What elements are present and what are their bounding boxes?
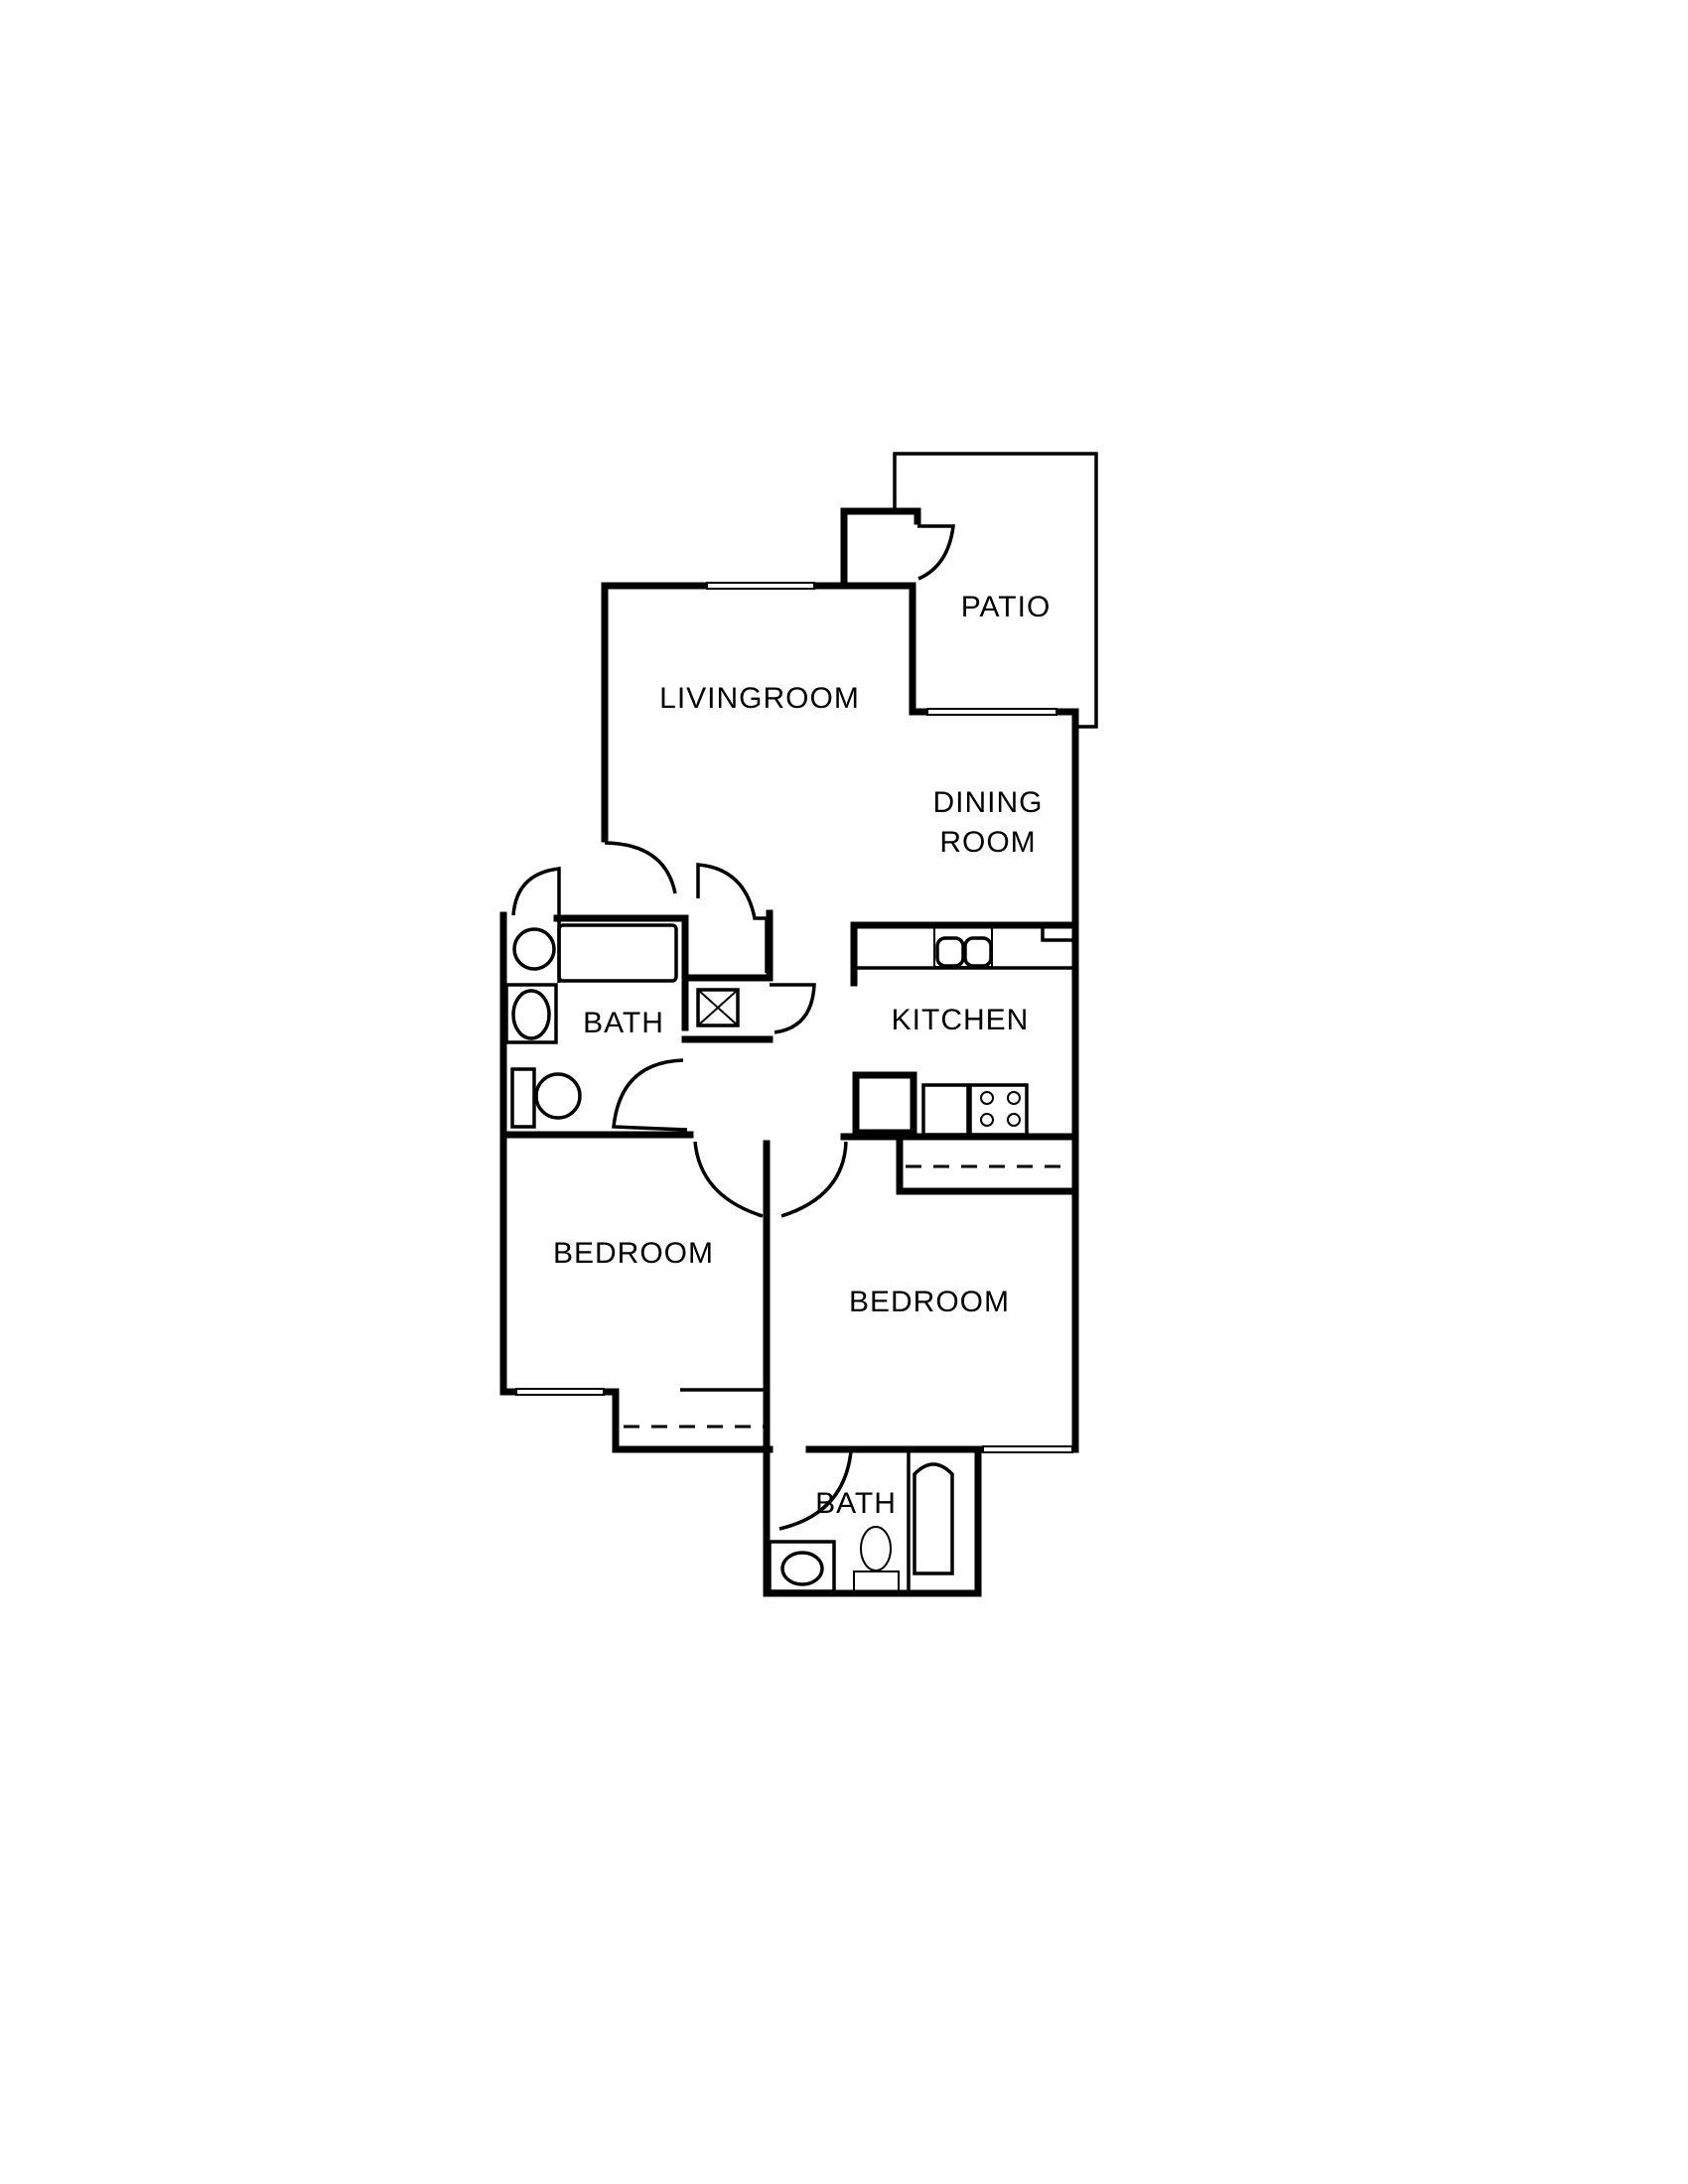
bathtub-icon xyxy=(913,1462,954,1575)
sink-icon xyxy=(780,1551,824,1586)
bath1-door-swing xyxy=(612,1058,688,1132)
label-bedroom-1: BEDROOM xyxy=(553,1237,714,1270)
toilet-bowl-icon xyxy=(860,1526,892,1571)
bedroom1-window xyxy=(515,1388,605,1396)
water-heater-closet xyxy=(681,909,816,1043)
bedroom-1 xyxy=(499,1135,774,1453)
bath2-door-swing xyxy=(778,1450,853,1531)
label-bedroom-2: BEDROOM xyxy=(849,1286,1010,1318)
patio-outline xyxy=(893,452,1098,729)
storage-closet xyxy=(840,507,955,587)
sink-icon xyxy=(511,989,551,1040)
label-livingroom: LIVINGROOM xyxy=(659,682,860,715)
bedroom1-door-swing xyxy=(693,1141,764,1218)
heater-door-swing xyxy=(770,983,816,1034)
closet-door-swing xyxy=(917,524,955,581)
kitchen xyxy=(840,921,1079,1195)
toilet-bowl-icon xyxy=(534,1072,582,1120)
label-dining-1: DINING xyxy=(933,786,1044,819)
water-heater-icon xyxy=(696,988,740,1027)
bedroom2-window xyxy=(982,1445,1073,1453)
label-kitchen: KITCHEN xyxy=(892,1004,1030,1036)
label-bath-2: BATH xyxy=(815,1487,897,1520)
refrigerator xyxy=(852,1071,917,1137)
bath-1 xyxy=(499,867,694,1395)
bathtub-icon xyxy=(557,923,678,983)
dining-window xyxy=(926,708,1057,716)
label-dining-2: ROOM xyxy=(939,826,1036,859)
label-patio: PATIO xyxy=(961,591,1052,623)
bedroom2-door-swing xyxy=(780,1141,848,1218)
toilet-tank-icon xyxy=(853,1570,900,1592)
counter xyxy=(921,1083,970,1137)
stove-icon xyxy=(968,1083,1029,1137)
living-room-walls xyxy=(601,582,1079,1453)
vanity xyxy=(504,983,558,1044)
toilet-tank-icon xyxy=(510,1067,536,1129)
washer-icon xyxy=(512,927,556,971)
bath1-closet-door xyxy=(511,867,561,983)
entry-door-swing xyxy=(604,841,677,894)
bath-2 xyxy=(763,1445,982,1597)
closet-door-swing xyxy=(696,863,769,973)
living-window xyxy=(706,582,815,590)
vanity xyxy=(768,1540,836,1593)
bedroom-2 xyxy=(763,1140,1079,1594)
label-bath-1: BATH xyxy=(583,1007,664,1039)
